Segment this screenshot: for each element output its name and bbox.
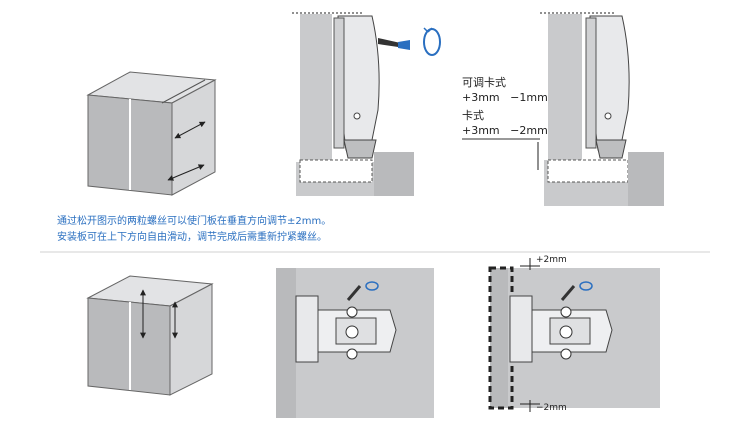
hinge-side-view-2: [537, 12, 664, 206]
adjustable-card-label: 可调卡式: [462, 76, 506, 89]
description-line-2: 安装板可在上下方向自由滑动，调节完成后需重新拧紧螺丝。: [57, 230, 327, 243]
hinge-top-view-1: [276, 268, 434, 418]
description-line-1: 通过松开图示的两粒螺丝可以使门板在垂直方向调节±2mm。: [57, 214, 331, 227]
card-label: 卡式: [462, 109, 484, 122]
adjustable-card-range: +3mm −1mm: [462, 91, 548, 104]
rotate-icon: [365, 281, 379, 291]
rotate-icon: [423, 27, 441, 56]
cabinet-box-bottom: [86, 275, 214, 396]
hinge-top-view-2: [488, 258, 660, 412]
dim-minus-label: −2mm: [536, 403, 567, 413]
rotate-icon: [579, 281, 593, 291]
card-range: +3mm −2mm: [462, 124, 548, 137]
cabinet-box-top: [86, 71, 217, 196]
dim-plus-label: +2mm: [536, 255, 567, 265]
hinge-side-view-1: [292, 12, 441, 196]
